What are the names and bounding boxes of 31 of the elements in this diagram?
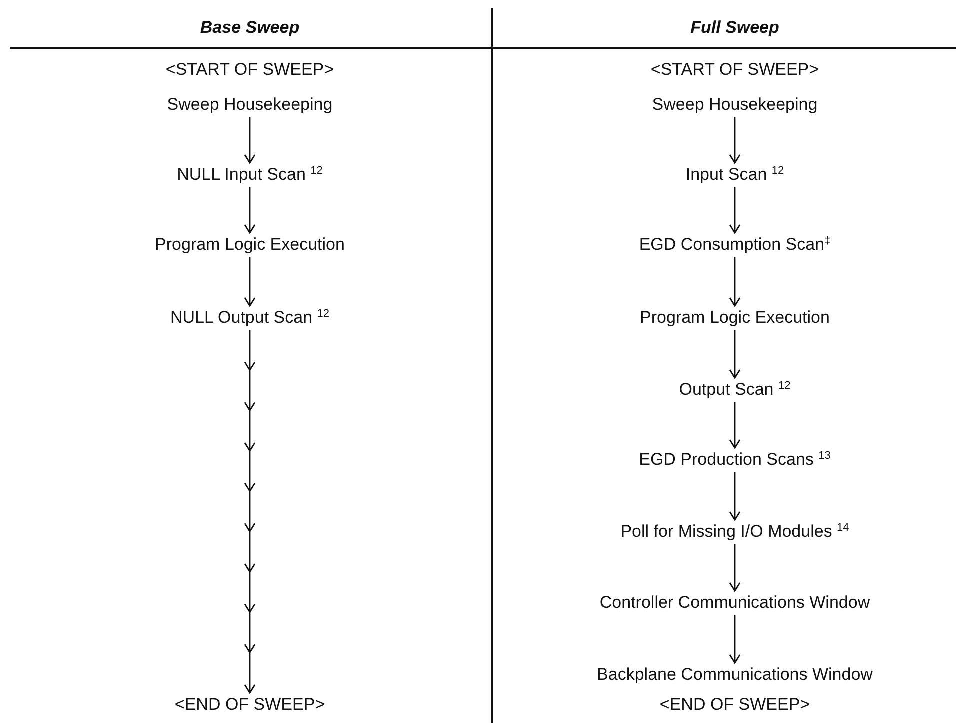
- column-header: Base Sweep: [200, 18, 300, 38]
- step-text: NULL Output Scan $^{12}$: [170, 308, 330, 328]
- step-text: <START OF SWEEP>: [650, 60, 820, 80]
- step-text: <END OF SWEEP>: [174, 695, 326, 715]
- step-text: Poll for Missing I/O Modules $^{14}$: [620, 522, 850, 542]
- arrow: [244, 116, 256, 164]
- step-text: Output Scan $^{12}$: [679, 380, 791, 400]
- arrow: [729, 401, 741, 450]
- arrow: [244, 186, 256, 234]
- arrow: [729, 186, 741, 234]
- step-text: Sweep Housekeeping: [167, 95, 333, 115]
- step-text: <END OF SWEEP>: [660, 695, 810, 715]
- step-text: Program Logic Execution: [640, 308, 830, 328]
- arrow: [729, 471, 741, 522]
- step-text: Program Logic Execution: [155, 235, 345, 255]
- arrow: [729, 543, 741, 592]
- step-text: NULL Input Scan $^{12}$: [177, 165, 323, 185]
- arrow: [729, 329, 741, 380]
- arrow: [244, 329, 256, 694]
- step-text: Sweep Housekeeping: [652, 95, 818, 115]
- arrow: [729, 256, 741, 308]
- column-header: Full Sweep: [690, 18, 780, 38]
- step-text: Controller Communications Window: [600, 593, 870, 613]
- step-text: EGD Consumption Scan$^{‡}$: [639, 235, 831, 255]
- step-text: Backplane Communications Window: [597, 665, 873, 685]
- arrow: [244, 256, 256, 308]
- arrow: [729, 116, 741, 164]
- step-text: Input Scan $^{12}$: [686, 165, 784, 185]
- step-text: <START OF SWEEP>: [166, 60, 334, 80]
- arrow: [729, 614, 741, 664]
- step-text: EGD Production Scans $^{13}$: [639, 450, 831, 470]
